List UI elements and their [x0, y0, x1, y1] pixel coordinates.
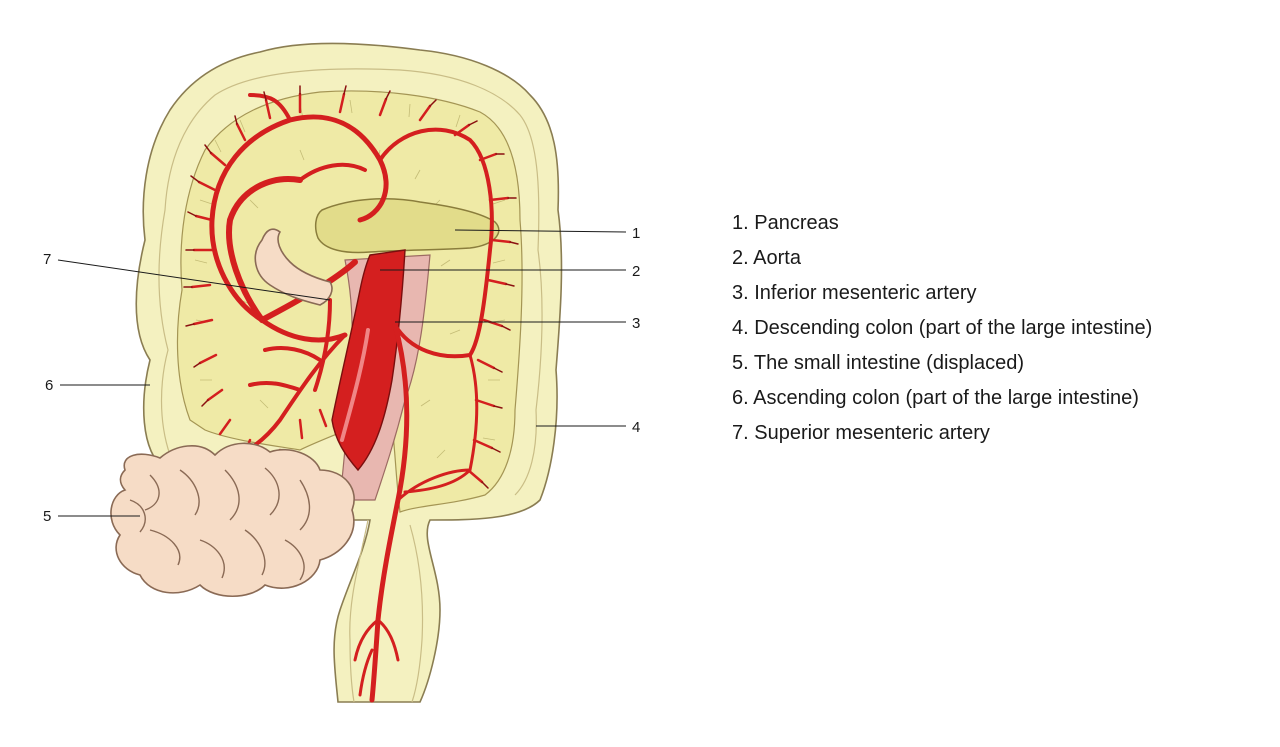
- callout-2: 2: [632, 263, 640, 280]
- legend-item-small-intestine: 5. The small intestine (displaced): [732, 352, 1024, 374]
- leader-line-1: [454, 229, 627, 233]
- small-intestine: [110, 228, 355, 597]
- pancreas: [314, 197, 500, 254]
- legend-item-descending-colon: 4. Descending colon (part of the large i…: [732, 317, 1153, 339]
- callout-6: 6: [45, 377, 53, 394]
- callout-1: 1: [632, 225, 640, 242]
- callout-5: 5: [43, 508, 51, 525]
- legend-item-inferior-mesenteric-artery: 3. Inferior mesenteric artery: [732, 282, 977, 304]
- leader-line-7: [57, 259, 331, 301]
- callout-4: 4: [632, 419, 640, 436]
- leader-lines: [57, 229, 627, 517]
- colon-inner-line: [158, 68, 543, 703]
- small-intestine-loops: [110, 442, 355, 597]
- legend-list: 1. Pancreas 2. Aorta 3. Inferior mesente…: [732, 209, 1152, 454]
- legend-item-pancreas: 1. Pancreas: [732, 212, 839, 234]
- callout-3: 3: [632, 315, 640, 332]
- legend-item-ascending-colon: 6. Ascending colon (part of the large in…: [732, 387, 1139, 409]
- callout-numbers: 1 2 3 4 5 6 7: [43, 225, 640, 525]
- arteries: [183, 85, 519, 703]
- legend-item-aorta: 2. Aorta: [732, 247, 801, 269]
- legend-item-superior-mesenteric-artery: 7. Superior mesenteric artery: [732, 422, 990, 444]
- callout-7: 7: [43, 251, 51, 268]
